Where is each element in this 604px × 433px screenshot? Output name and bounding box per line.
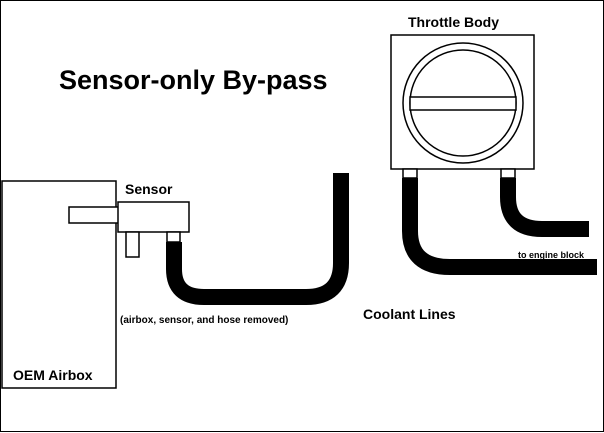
diagram-title: Sensor-only By-pass <box>59 65 328 95</box>
coolant-line-right <box>500 178 589 237</box>
coolant-lines-label: Coolant Lines <box>363 306 456 322</box>
sensor-body <box>117 201 190 233</box>
oem-airbox-label: OEM Airbox <box>13 367 93 383</box>
engine-block-label: to engine block <box>518 250 585 260</box>
coolant-nipple-right <box>500 168 516 179</box>
sensor-port-right <box>166 231 181 243</box>
coolant-line-left <box>402 178 597 275</box>
removed-note: (airbox, sensor, and hose removed) <box>120 315 289 326</box>
sensor-port-left <box>125 231 140 258</box>
throttle-body-label: Throttle Body <box>408 14 499 30</box>
throttle-plate <box>409 96 517 111</box>
airbox-outlet-stub <box>68 206 121 224</box>
coolant-nipple-left <box>402 168 418 179</box>
sensor-bypass-hose <box>166 173 349 305</box>
sensor-label: Sensor <box>125 181 173 197</box>
